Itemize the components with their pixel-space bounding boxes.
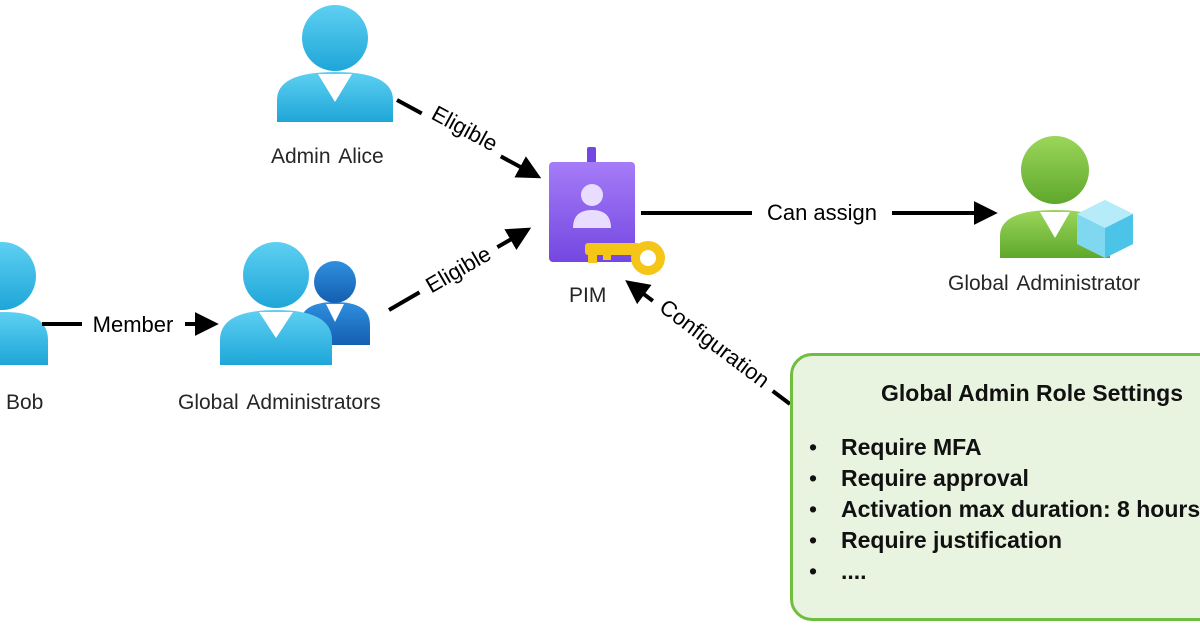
- settings-item-label: Require approval: [841, 465, 1029, 491]
- node-label-role: Global Administrator: [948, 272, 1141, 295]
- settings-item-label: Require justification: [841, 527, 1063, 553]
- role-icon: [1000, 136, 1133, 258]
- edge-label-member: Member: [93, 312, 174, 337]
- bullet-icon: •: [809, 527, 818, 553]
- settings-item-label: ....: [841, 558, 867, 584]
- edge-bob-to-group: Member: [42, 310, 219, 338]
- role-settings-title: Global Admin Role Settings: [881, 380, 1183, 406]
- edge-alice-to-pim: Eligible: [396, 93, 542, 179]
- settings-item: •....: [809, 556, 1200, 587]
- group-icon: [220, 242, 370, 365]
- node-label-alice: Admin Alice: [271, 145, 384, 168]
- node-label-bob: Bob: [6, 391, 44, 414]
- settings-item: • Require MFA: [809, 432, 1200, 463]
- edge-label-configuration: Configuration: [655, 294, 775, 393]
- edge-label-eligible-alice: Eligible: [428, 101, 502, 157]
- bullet-icon: •: [809, 558, 818, 584]
- settings-item: • Activation max duration: 8 hours: [809, 494, 1200, 525]
- edge-pim-to-role: Can assign: [641, 198, 998, 228]
- node-label-group: Global Administrators: [178, 391, 381, 414]
- bullet-icon: •: [809, 465, 818, 491]
- bullet-icon: •: [809, 496, 818, 522]
- user-icon-alice: [277, 5, 393, 122]
- bullet-icon: •: [809, 434, 818, 460]
- pim-icon: [549, 147, 665, 275]
- settings-item: • Require approval: [809, 463, 1200, 494]
- settings-item-label: Activation max duration: 8 hours: [841, 496, 1200, 522]
- node-label-pim: PIM: [569, 284, 607, 307]
- edge-settings-to-pim: Configuration: [625, 280, 792, 406]
- settings-item-label: Require MFA: [841, 434, 982, 460]
- settings-item: • Require justification: [809, 525, 1200, 556]
- edge-group-to-pim: Eligible: [387, 227, 532, 312]
- edge-label-can-assign: Can assign: [767, 200, 877, 225]
- role-settings-panel: Global Admin Role Settings • Require MFA …: [790, 353, 1200, 621]
- user-icon-bob: [0, 242, 48, 365]
- role-settings-list: • Require MFA • Require approval • Activati…: [809, 432, 1200, 587]
